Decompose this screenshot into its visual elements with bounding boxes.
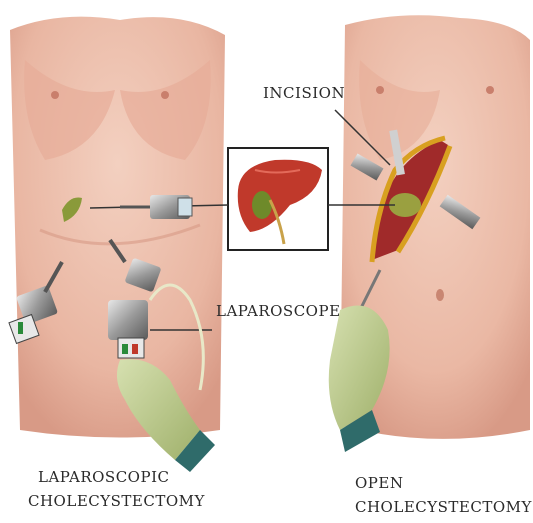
left-caption-line1: LAPAROSCOPIC (38, 466, 169, 488)
laparoscope-label: LAPAROSCOPE (216, 300, 341, 322)
right-caption-line1: OPEN (355, 472, 403, 494)
left-caption-line2: CHOLECYSTECTOMY (28, 490, 205, 512)
right-caption-line2: CHOLECYSTECTOMY (355, 496, 532, 518)
liver-inset (228, 148, 328, 250)
incision-label: INCISION (263, 82, 345, 104)
